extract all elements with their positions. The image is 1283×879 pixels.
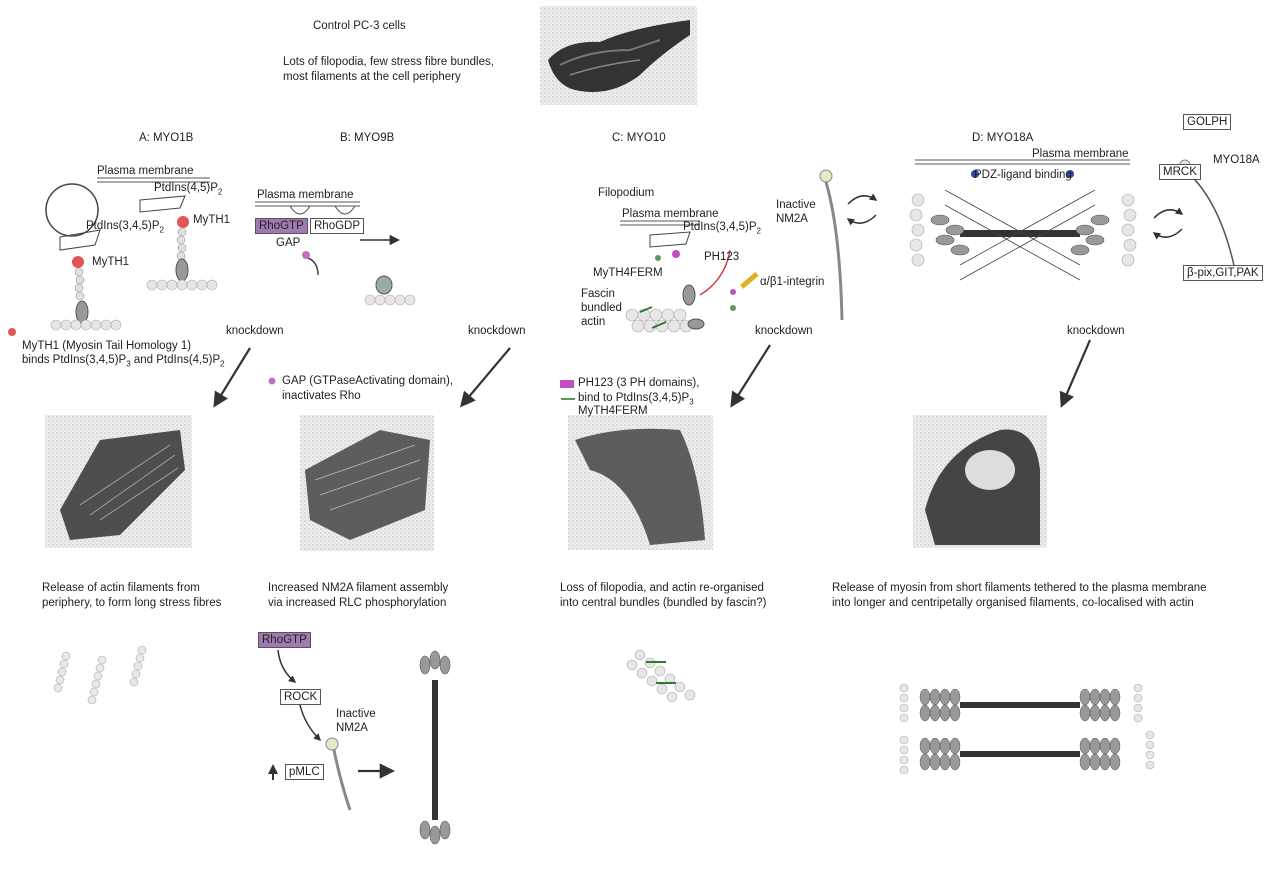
panel-c-fascin-l2: bundled bbox=[581, 301, 622, 316]
panel-b-knockdown: knockdown bbox=[468, 324, 526, 339]
panel-c-fascin-l1: Fascin bbox=[581, 287, 615, 302]
panel-b-pathway-inactive-l1: Inactive bbox=[336, 707, 376, 722]
panel-a-pip3-label: PtdIns(3,4,5)P2 bbox=[86, 219, 164, 237]
panel-b-pathway-rhogtp: RhoGTP bbox=[258, 632, 311, 648]
panel-a-result-line1: Release of actin filaments from bbox=[42, 581, 200, 596]
panel-b-pathway bbox=[273, 650, 450, 844]
panel-b-result-line1: Increased NM2A filament assembly bbox=[268, 581, 448, 596]
control-cell-image bbox=[540, 6, 697, 105]
panel-d-partners-box: β-pix,GIT,PAK bbox=[1183, 265, 1263, 281]
panel-b-membrane-label: Plasma membrane bbox=[257, 188, 354, 203]
panel-d-title: D: MYO18A bbox=[972, 131, 1033, 146]
micrograph-c bbox=[568, 415, 713, 550]
panel-d-membrane-label: Plasma membrane bbox=[1032, 147, 1129, 162]
panel-c-result-line2: into central bundles (bundled by fascin?… bbox=[560, 596, 767, 611]
micrograph-b bbox=[300, 415, 434, 551]
micrograph-a bbox=[45, 415, 192, 548]
panel-a-myth1-left: MyTH1 bbox=[92, 255, 129, 270]
panel-c-result-line1: Loss of filopodia, and actin re-organise… bbox=[560, 581, 764, 596]
panel-a-legend-line1: MyTH1 (Myosin Tail Homology 1) bbox=[22, 339, 191, 354]
panel-c-bundle bbox=[627, 650, 695, 702]
panel-b-result-line2: via increased RLC phosphorylation bbox=[268, 596, 446, 611]
panel-c-ph123-label: PH123 bbox=[704, 250, 739, 265]
micrograph-d bbox=[913, 415, 1047, 548]
panel-b-rhogdp-box: RhoGDP bbox=[310, 218, 364, 234]
panel-c-inactive-l1: Inactive bbox=[776, 198, 816, 213]
panel-a-title: A: MYO1B bbox=[139, 131, 193, 146]
panel-d-myo18a-label: MYO18A bbox=[1213, 153, 1260, 168]
panel-c-myth4ferm-label: MyTH4FERM bbox=[593, 266, 663, 281]
panel-a-knockdown: knockdown bbox=[226, 324, 284, 339]
panel-b-gap-label: GAP bbox=[276, 236, 300, 251]
panel-c-inactive-l2: NM2A bbox=[776, 212, 808, 227]
panel-d-filaments bbox=[900, 684, 1154, 774]
panel-a-legend-line2: binds PtdIns(3,4,5)P3 and PtdIns(4,5)P2 bbox=[22, 353, 225, 371]
panel-d-knockdown: knockdown bbox=[1067, 324, 1125, 339]
panel-b-rhogtp-box: RhoGTP bbox=[255, 218, 308, 234]
panel-c-title: C: MYO10 bbox=[612, 131, 666, 146]
panel-c-pip3-label: PtdIns(3,4,5)P2 bbox=[683, 220, 761, 238]
header-title: Control PC-3 cells bbox=[313, 19, 406, 34]
panel-a-pip2-label: PtdIns(4,5)P2 bbox=[154, 181, 222, 199]
panel-c-integrin-label: α/β1-integrin bbox=[760, 275, 824, 290]
panel-a-myth1-right: MyTH1 bbox=[193, 213, 230, 228]
panel-d-mrck-box: MRCK bbox=[1159, 164, 1201, 180]
panel-b-legend-line1: GAP (GTPaseActivating domain), bbox=[282, 374, 453, 389]
panel-a-fibres bbox=[54, 646, 146, 704]
panel-d-golph-box: GOLPH bbox=[1183, 114, 1231, 130]
panel-a-membrane-label: Plasma membrane bbox=[97, 164, 194, 179]
myth1-legend-icon bbox=[8, 328, 16, 336]
ph123-legend-icon bbox=[560, 380, 574, 388]
panel-a-result-line2: periphery, to form long stress fibres bbox=[42, 596, 221, 611]
panel-d-pdz-label: PDZ-ligand binding bbox=[974, 168, 1072, 183]
panel-c-knockdown: knockdown bbox=[755, 324, 813, 339]
panel-c-filopodium: Filopodium bbox=[598, 186, 654, 201]
panel-b-legend-line2: inactivates Rho bbox=[282, 389, 361, 404]
panel-c-fascin-l3: actin bbox=[581, 315, 605, 330]
panel-b-pathway-rock: ROCK bbox=[280, 689, 321, 705]
panel-c-legend-line3: MyTH4FERM bbox=[578, 404, 648, 419]
header-desc-line1: Lots of filopodia, few stress fibre bund… bbox=[283, 55, 494, 70]
header-desc-line2: most filaments at the cell periphery bbox=[283, 70, 461, 85]
panel-b-pathway-inactive-l2: NM2A bbox=[336, 721, 368, 736]
gap-legend-icon bbox=[269, 378, 276, 385]
circular-arrows-icon bbox=[848, 196, 876, 204]
panel-d-result-line1: Release of myosin from short filaments t… bbox=[832, 581, 1207, 596]
panel-c-legend-line1: PH123 (3 PH domains), bbox=[578, 376, 699, 391]
panel-b-pathway-pmlc: pMLC bbox=[285, 764, 324, 780]
panel-b-title: B: MYO9B bbox=[340, 131, 394, 146]
panel-d-result-line2: into longer and centripetally organised … bbox=[832, 596, 1194, 611]
